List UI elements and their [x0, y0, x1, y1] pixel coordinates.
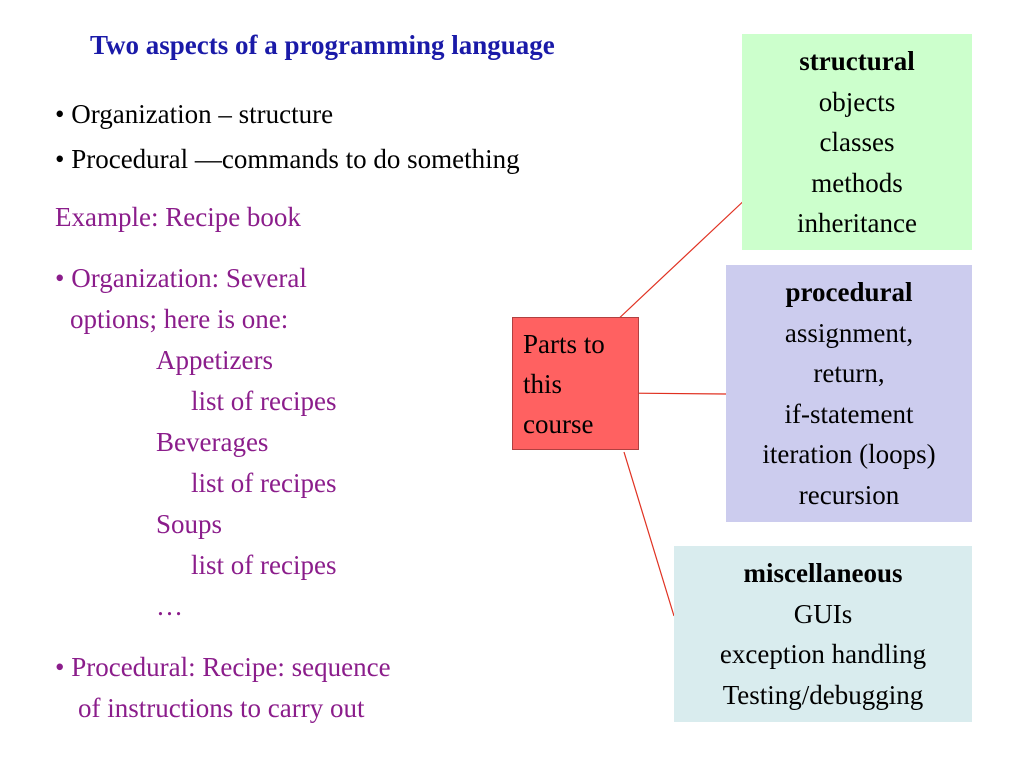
- bullet-procedural: • Procedural —commands to do something: [55, 144, 520, 174]
- parts-line: Parts to: [523, 329, 605, 359]
- example-heading: Example: Recipe book: [55, 202, 301, 232]
- organization-line-1: • Organization: Several: [55, 263, 307, 293]
- miscellaneous-item: exception handling: [719, 639, 927, 669]
- procedural-heading: procedural: [785, 277, 913, 307]
- structural-item: methods: [811, 167, 903, 198]
- recipe-list: list of recipes: [191, 550, 337, 580]
- procedural-item: iteration (loops): [762, 439, 936, 469]
- organization-line-2: options; here is one:: [70, 304, 289, 334]
- structural-heading: structural: [799, 46, 915, 76]
- parts-to-this-course-box: Parts to this course: [512, 317, 639, 450]
- category-soups: Soups: [156, 509, 223, 539]
- procedural-example-line-1: • Procedural: Recipe: sequence: [55, 652, 391, 682]
- category-beverages: Beverages: [156, 427, 269, 457]
- procedural-example-line-2: of instructions to carry out: [78, 693, 365, 723]
- procedural-item: if-statement: [784, 398, 914, 429]
- miscellaneous-box: miscellaneous GUIs exception handling Te…: [674, 546, 972, 722]
- procedural-item: return,: [813, 358, 885, 388]
- connector-to-misc: [623, 451, 675, 617]
- procedural-box: procedural assignment, return, if-statem…: [726, 265, 972, 522]
- procedural-item: assignment,: [784, 317, 914, 348]
- recipe-list: list of recipes: [191, 468, 337, 498]
- ellipsis: …: [156, 591, 183, 621]
- structural-item: objects: [818, 86, 896, 117]
- slide-title: Two aspects of a programming language: [90, 30, 555, 60]
- procedural-item: recursion: [798, 479, 900, 510]
- parts-line: this: [523, 369, 563, 399]
- connector-to-structural: [613, 194, 751, 324]
- structural-item: inheritance: [797, 208, 917, 238]
- bullet-organization: • Organization – structure: [55, 99, 334, 129]
- parts-line: course: [523, 409, 594, 439]
- miscellaneous-item: GUIs: [793, 598, 853, 629]
- recipe-list: list of recipes: [191, 386, 337, 416]
- category-appetizers: Appetizers: [156, 345, 273, 375]
- structural-box: structural objects classes methods inher…: [742, 34, 972, 250]
- miscellaneous-heading: miscellaneous: [743, 558, 903, 588]
- structural-item: classes: [819, 127, 895, 157]
- miscellaneous-item: Testing/debugging: [722, 679, 924, 710]
